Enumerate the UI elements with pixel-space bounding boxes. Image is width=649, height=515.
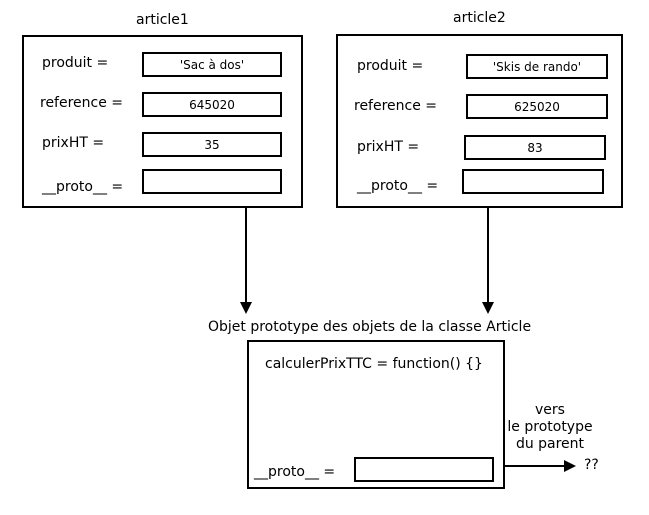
article1-produit-label: produit = [42,55,109,71]
note-line-3: du parent [515,436,585,452]
prototype-proto-field [354,457,494,482]
note-line-2: le prototype [507,419,593,435]
article1-box: produit = 'Sac à dos' reference = 645020… [22,35,303,208]
article2-produit-label: produit = [357,58,424,74]
article2-box: produit = 'Skis de rando' reference = 62… [336,34,623,208]
article2-produit-field: 'Skis de rando' [466,54,608,79]
article2-proto-label: __proto__ = [357,178,439,194]
parent-prototype-unknown: ?? [584,457,599,473]
article1-reference-field: 645020 [142,92,282,117]
article1-produit-field: 'Sac à dos' [142,52,282,77]
article1-prixht-field: 35 [142,132,282,157]
article2-reference-field: 625020 [466,94,608,119]
article2-reference-label: reference = [354,98,438,114]
prototype-title: Objet prototype des objets de la classe … [208,319,532,335]
article1-proto-label: __proto__ = [42,179,124,195]
article1-reference-label: reference = [40,95,124,111]
prototype-method-text: calculerPrixTTC = function() {} [265,356,483,372]
article1-prixht-label: prixHT = [42,135,105,151]
prototype-proto-label: __proto__ = [254,464,336,480]
article1-title: article1 [136,12,189,28]
note-line-1: vers [535,402,565,418]
prototype-box: calculerPrixTTC = function() {} __proto_… [247,340,505,489]
article2-proto-field [462,169,604,194]
parent-prototype-note: vers le prototype du parent [498,402,602,453]
article1-proto-field [142,169,282,194]
article2-prixht-field: 83 [464,135,606,160]
article2-title: article2 [453,10,506,26]
article2-prixht-label: prixHT = [357,139,420,155]
